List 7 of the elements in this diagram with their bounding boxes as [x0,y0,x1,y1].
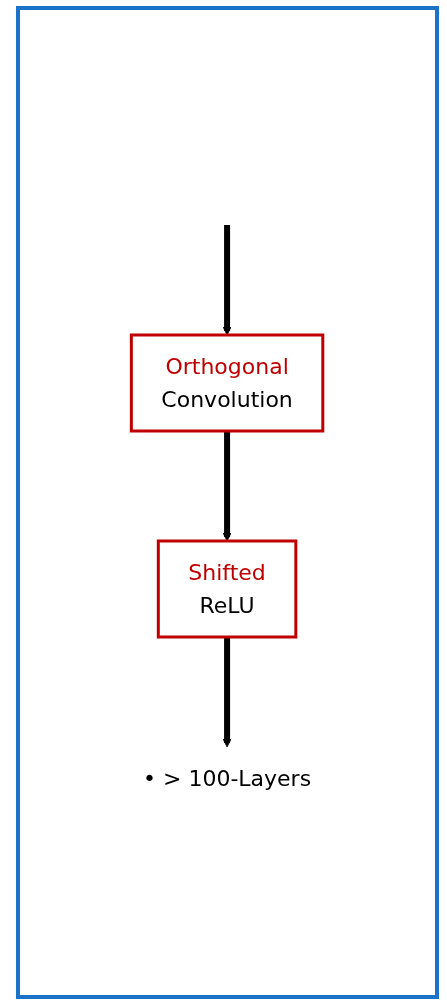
arrow [223,431,232,542]
node-box [130,333,325,433]
arrow [223,225,232,336]
node-box [157,539,298,639]
arrow [223,637,232,748]
frame-border: Orthogonal Convolution Shifted ReLU • > 100-Layers [16,6,439,999]
node-text: • > 100-Layers [143,766,312,791]
